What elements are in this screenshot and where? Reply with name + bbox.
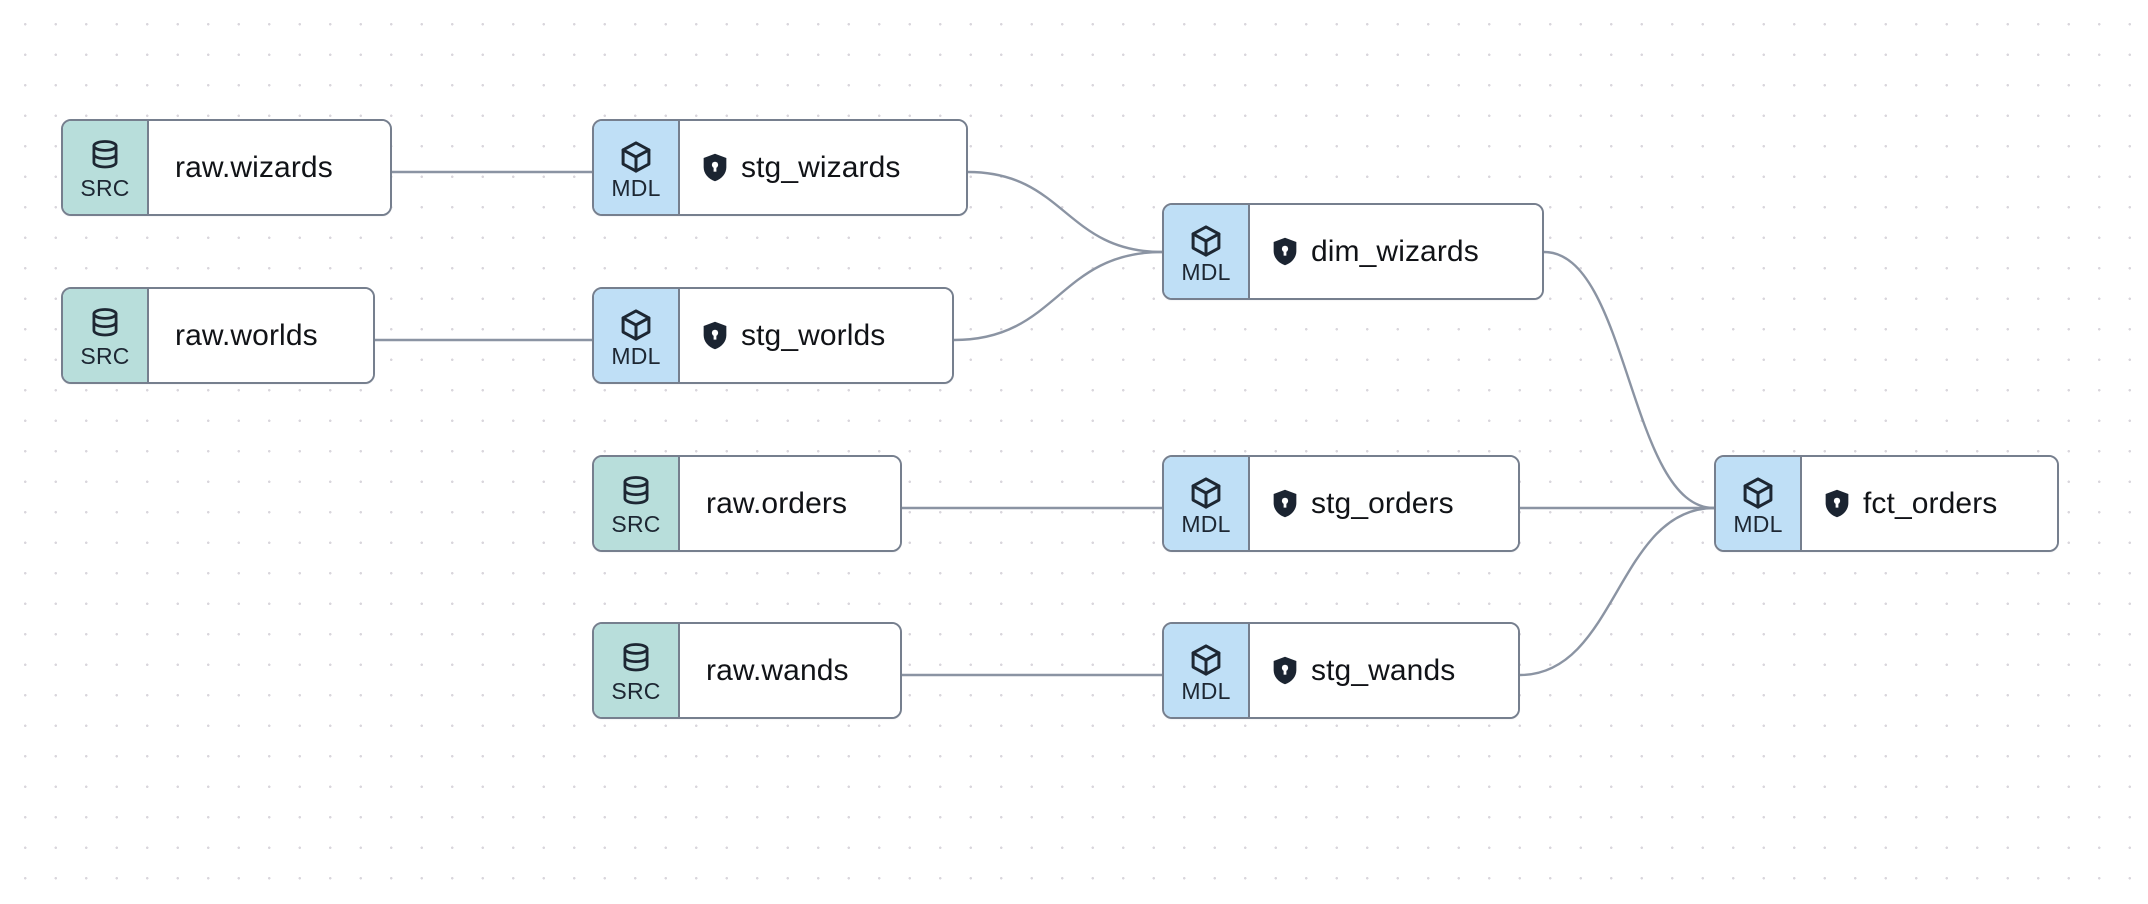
- node-kind-badge-src: SRC: [63, 121, 149, 214]
- node-body: stg_orders: [1250, 457, 1518, 550]
- graph-node-raw_worlds[interactable]: SRC raw.worlds: [61, 287, 375, 384]
- node-kind-label: MDL: [611, 174, 661, 201]
- node-kind-label: MDL: [1181, 258, 1231, 285]
- node-body: raw.worlds: [149, 289, 373, 382]
- node-kind-label: MDL: [1733, 510, 1783, 537]
- database-cylinder-icon: [619, 642, 653, 678]
- graph-node-stg_orders[interactable]: MDL stg_orders: [1162, 455, 1520, 552]
- node-body: raw.wands: [680, 624, 900, 717]
- node-label: dim_wizards: [1311, 234, 1479, 268]
- node-body: stg_wizards: [680, 121, 966, 214]
- shield-lock-icon: [1272, 489, 1298, 518]
- node-kind-badge-mdl: MDL: [594, 121, 680, 214]
- cube-icon: [618, 139, 654, 175]
- node-label: raw.wands: [706, 653, 849, 687]
- node-kind-badge-src: SRC: [594, 457, 680, 550]
- node-kind-badge-src: SRC: [594, 624, 680, 717]
- graph-node-raw_orders[interactable]: SRC raw.orders: [592, 455, 902, 552]
- cube-icon: [1188, 475, 1224, 511]
- node-label: raw.orders: [706, 486, 848, 520]
- shield-lock-icon: [1272, 656, 1298, 685]
- cube-icon: [1188, 642, 1224, 678]
- node-label: raw.wizards: [175, 150, 333, 184]
- node-body: stg_wands: [1250, 624, 1518, 717]
- cube-icon: [618, 307, 654, 343]
- node-kind-badge-mdl: MDL: [594, 289, 680, 382]
- database-cylinder-icon: [88, 307, 122, 343]
- database-cylinder-icon: [88, 139, 122, 175]
- database-cylinder-icon: [619, 475, 653, 511]
- node-kind-badge-mdl: MDL: [1164, 457, 1250, 550]
- graph-node-raw_wands[interactable]: SRC raw.wands: [592, 622, 902, 719]
- node-body: raw.orders: [680, 457, 900, 550]
- shield-lock-icon: [1824, 489, 1850, 518]
- shield-lock-icon: [1272, 237, 1298, 266]
- graph-edge-stg_worlds-to-dim_wizards: [952, 250, 1164, 342]
- graph-node-stg_wands[interactable]: MDL stg_wands: [1162, 622, 1520, 719]
- node-body: raw.wizards: [149, 121, 390, 214]
- node-kind-badge-src: SRC: [63, 289, 149, 382]
- graph-node-stg_wizards[interactable]: MDL stg_wizards: [592, 119, 968, 216]
- node-body: fct_orders: [1802, 457, 2057, 550]
- node-kind-label: SRC: [611, 677, 661, 704]
- shield-lock-icon: [702, 321, 728, 350]
- node-label: stg_orders: [1311, 486, 1454, 520]
- node-body: dim_wizards: [1250, 205, 1542, 298]
- graph-node-fct_orders[interactable]: MDL fct_orders: [1714, 455, 2059, 552]
- node-label: stg_wands: [1311, 653, 1456, 687]
- node-label: raw.worlds: [175, 318, 318, 352]
- node-body: stg_worlds: [680, 289, 952, 382]
- node-kind-badge-mdl: MDL: [1164, 624, 1250, 717]
- node-kind-badge-mdl: MDL: [1716, 457, 1802, 550]
- graph-node-raw_wizards[interactable]: SRC raw.wizards: [61, 119, 392, 216]
- node-label: fct_orders: [1863, 486, 1998, 520]
- graph-edge-stg_wizards-to-dim_wizards: [966, 170, 1164, 254]
- node-label: stg_wizards: [741, 150, 901, 184]
- node-kind-label: SRC: [611, 510, 661, 537]
- node-kind-label: MDL: [1181, 677, 1231, 704]
- node-kind-label: MDL: [611, 342, 661, 369]
- graph-edge-dim_wizards-to-fct_orders: [1542, 250, 1716, 510]
- node-kind-label: MDL: [1181, 510, 1231, 537]
- graph-node-stg_worlds[interactable]: MDL stg_worlds: [592, 287, 954, 384]
- shield-lock-icon: [702, 153, 728, 182]
- cube-icon: [1740, 475, 1776, 511]
- node-label: stg_worlds: [741, 318, 886, 352]
- node-kind-badge-mdl: MDL: [1164, 205, 1250, 298]
- node-kind-label: SRC: [80, 174, 130, 201]
- graph-edge-stg_wands-to-fct_orders: [1518, 506, 1716, 677]
- node-kind-label: SRC: [80, 342, 130, 369]
- cube-icon: [1188, 223, 1224, 259]
- graph-node-dim_wizards[interactable]: MDL dim_wizards: [1162, 203, 1544, 300]
